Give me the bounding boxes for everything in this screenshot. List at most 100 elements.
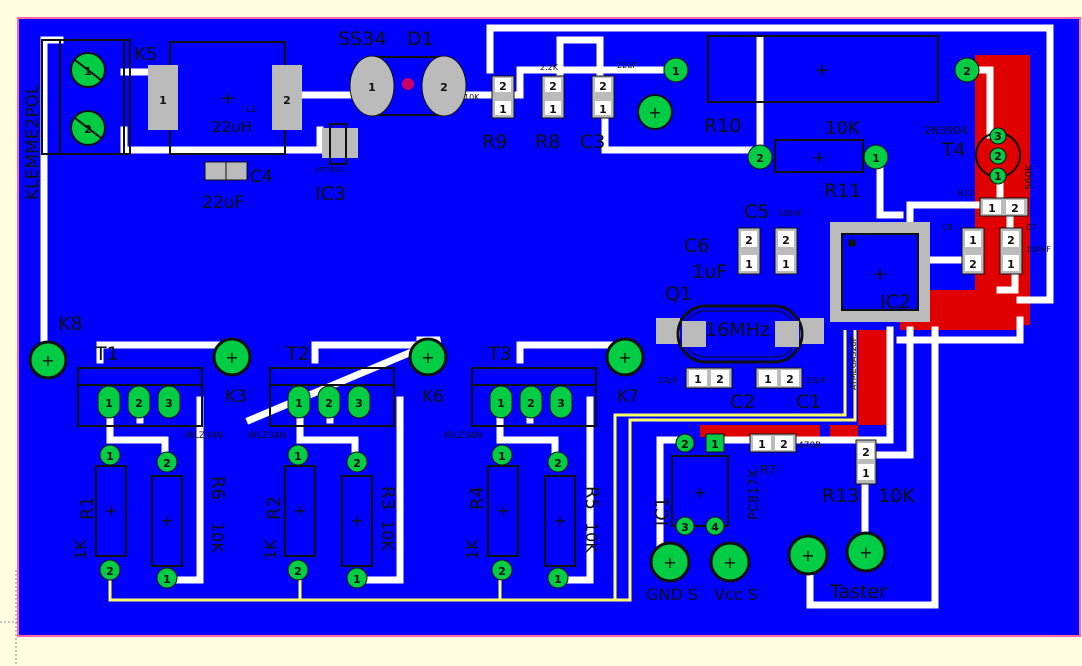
k5-pin-1: 1 <box>84 65 92 78</box>
inductor-l1: 1 2 + <box>148 41 302 155</box>
svg-text:1: 1 <box>1007 258 1015 271</box>
yellow-traces <box>108 330 857 602</box>
r8-label: R8 <box>535 131 560 153</box>
gnd-s-pad: + <box>649 541 691 583</box>
svg-text:3: 3 <box>557 397 565 410</box>
svg-text:1: 1 <box>764 373 772 386</box>
ic2-label: IC2 <box>880 291 911 313</box>
k7-pad: + <box>605 337 645 377</box>
svg-text:1: 1 <box>711 438 719 451</box>
svg-text:+: + <box>421 348 434 367</box>
svg-text:1: 1 <box>163 573 171 586</box>
svg-text:1: 1 <box>599 103 607 116</box>
svg-text:2: 2 <box>969 258 977 271</box>
resistor-r13: 2 1 <box>855 439 877 485</box>
r6-label: R6 <box>207 476 228 500</box>
c4-value: 22uF <box>202 193 244 213</box>
resistor-r1: 1 2 + <box>95 444 127 581</box>
mcu-ic2: + <box>830 222 930 322</box>
k3-pad: + <box>212 337 252 377</box>
c7-label: C7 <box>1026 223 1037 232</box>
c5-value: 100nF <box>778 209 803 218</box>
k5-label: K5 <box>134 44 157 65</box>
taster-pad-1: + <box>787 534 829 576</box>
svg-text:1: 1 <box>554 573 562 586</box>
mosfet-t3: 1 2 3 <box>471 367 597 427</box>
k7-label: K7 <box>617 387 639 407</box>
svg-text:2: 2 <box>283 94 291 107</box>
svg-text:1: 1 <box>782 258 790 271</box>
r7-label: R7 <box>760 463 776 477</box>
svg-text:+: + <box>41 351 54 370</box>
svg-text:+: + <box>160 511 173 530</box>
r2-label: R2 <box>264 496 285 520</box>
capacitor-c3: 2 1 <box>591 75 615 119</box>
r12-value: 560K <box>1024 164 1035 190</box>
k5-pad-2 <box>70 110 106 146</box>
svg-text:1: 1 <box>105 397 113 410</box>
l1-value: 22uH <box>212 118 252 136</box>
mosfet-t2: 1 2 3 <box>269 367 395 427</box>
svg-text:2: 2 <box>440 81 448 94</box>
capacitor-c2: 1 2 <box>685 367 733 389</box>
svg-text:3: 3 <box>165 397 173 410</box>
r6-value: 10K <box>208 522 227 553</box>
resistor-r2: 1 2 + <box>284 444 316 581</box>
svg-text:+: + <box>220 88 235 109</box>
resistor-r12: 1 2 <box>979 197 1029 217</box>
diode-d1: 1 2 <box>349 55 467 117</box>
svg-text:2: 2 <box>499 80 507 93</box>
svg-text:1: 1 <box>549 103 557 116</box>
svg-text:3: 3 <box>355 397 363 410</box>
c5-label: C5 <box>744 201 769 223</box>
svg-text:1: 1 <box>862 467 870 480</box>
svg-text:2: 2 <box>135 397 143 410</box>
svg-text:2: 2 <box>716 373 724 386</box>
regulator-ic3 <box>322 123 358 165</box>
svg-text:1: 1 <box>694 373 702 386</box>
r4-value: 1K <box>463 539 482 560</box>
svg-text:2: 2 <box>786 373 794 386</box>
r3-label: R3 <box>377 486 398 510</box>
r5-label: R5 <box>581 486 602 510</box>
klemme-label: KLEMME2POL <box>23 84 43 200</box>
ic1-label: IC1 <box>652 497 673 526</box>
capacitor-c5: 2 1 <box>774 227 798 275</box>
svg-text:2: 2 <box>294 565 302 578</box>
capacitor-c1: 1 2 <box>755 367 803 389</box>
r5-value: 10K <box>582 522 601 553</box>
l1-label: L1 <box>246 105 257 115</box>
resistor-r3: 2 1 + <box>341 451 373 589</box>
svg-text:2: 2 <box>681 438 689 451</box>
svg-text:+: + <box>293 501 306 520</box>
q1-value: 16MHz <box>705 319 770 341</box>
svg-text:2: 2 <box>599 80 607 93</box>
r2-value: 1K <box>261 539 280 560</box>
resistor-r7: 1 2 <box>749 433 797 453</box>
resistor-r5: 2 1 + <box>544 451 576 589</box>
svg-text:1: 1 <box>159 94 167 107</box>
svg-text:+: + <box>812 148 825 167</box>
k5-pad-1 <box>70 52 106 88</box>
c1-label: C1 <box>796 391 821 413</box>
svg-text:+: + <box>859 543 872 562</box>
svg-text:+: + <box>496 501 509 520</box>
svg-text:1: 1 <box>498 450 506 463</box>
svg-text:1: 1 <box>872 152 880 165</box>
svg-text:2: 2 <box>527 397 535 410</box>
t2-label: T2 <box>285 343 310 365</box>
r8-value: 2.2K <box>540 63 559 72</box>
capacitor-c6: 2 1 <box>737 227 761 275</box>
k8-label: K8 <box>58 313 83 335</box>
r1-label: R1 <box>77 496 98 520</box>
svg-text:2: 2 <box>549 80 557 93</box>
c1-value: 22pF <box>806 376 826 385</box>
t4-label: T4 <box>941 139 966 161</box>
capacitor-c4 <box>204 161 248 181</box>
k3-label: K3 <box>225 387 247 407</box>
ic3-part: HT7850 <box>316 166 343 174</box>
svg-text:2: 2 <box>163 457 171 470</box>
svg-text:1: 1 <box>368 81 376 94</box>
c3-label: C3 <box>580 131 605 153</box>
